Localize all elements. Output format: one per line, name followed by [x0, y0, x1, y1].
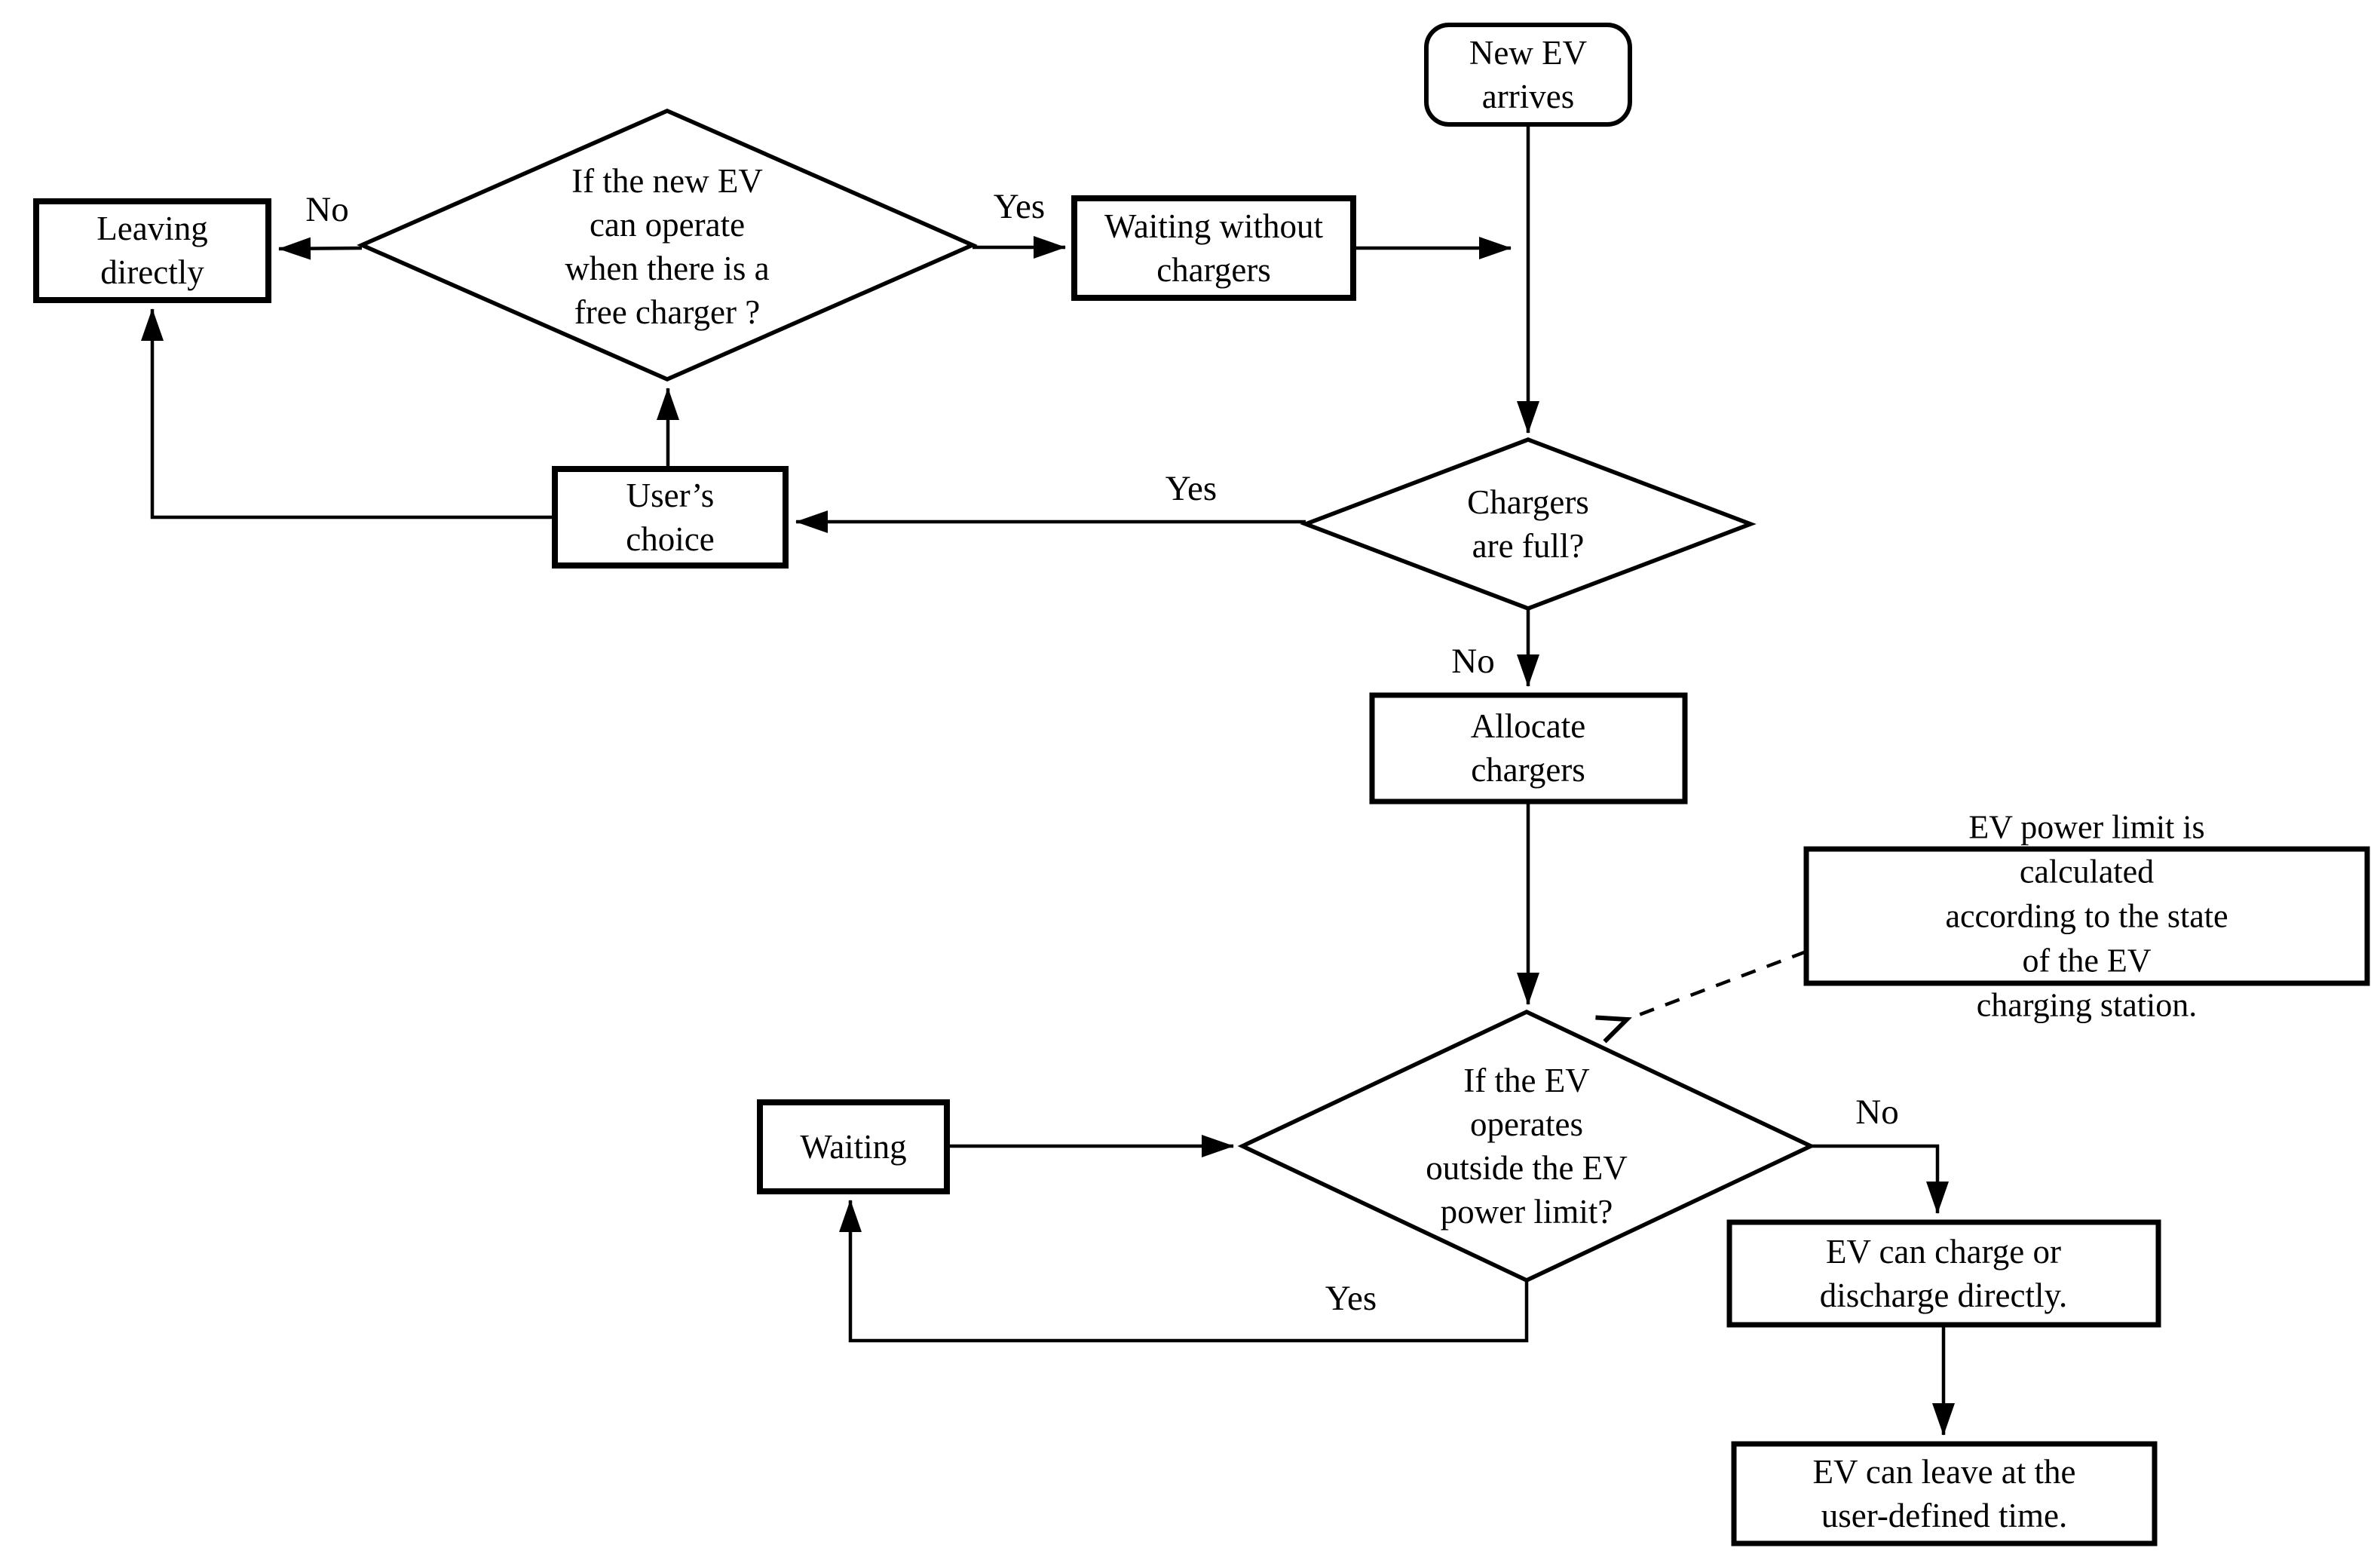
edge-canoperate-no-to-leaving [278, 237, 363, 260]
edge-note-to-powerlimit [1595, 949, 1807, 1044]
leaving-directly-node [33, 198, 271, 303]
waiting-without-chargers-node [1071, 195, 1356, 301]
waiting-node [757, 1099, 950, 1194]
power-limit-note [1803, 846, 2370, 986]
edge-powerlimit-no-to-chargedischarge [1811, 1144, 1949, 1214]
can-operate-decision [357, 108, 978, 382]
users-choice-node [552, 466, 789, 569]
chargers-full-decision [1300, 437, 1757, 611]
new-ev-node [1424, 23, 1632, 127]
charge-discharge-node [1726, 1219, 2161, 1328]
allocate-chargers-node [1369, 692, 1688, 805]
power-limit-decision [1237, 1009, 1816, 1283]
edge-powerlimit-yes-to-waiting [839, 1200, 1529, 1343]
leave-time-node [1731, 1441, 2158, 1546]
edge-userschoice-to-leaving [141, 308, 555, 520]
